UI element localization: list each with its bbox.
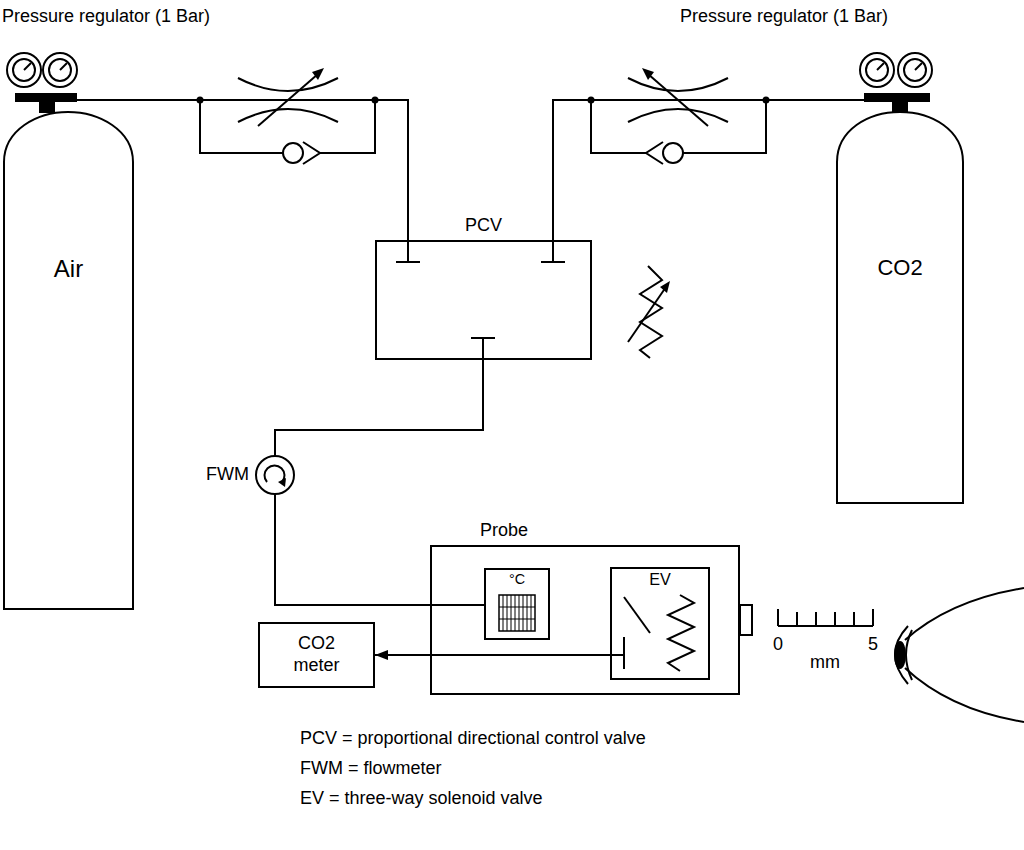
regulator-label: Pressure regulator (1 Bar) [680, 6, 888, 28]
arrowhead [375, 650, 388, 660]
solenoid-box: EV [610, 567, 710, 680]
meter-box: CO2 meter [258, 622, 375, 688]
node-outline [375, 240, 592, 360]
eye [895, 588, 1024, 722]
connector [135, 100, 408, 240]
ruler [778, 609, 873, 626]
node-label: PCV [375, 215, 592, 237]
co2-valve-group [588, 68, 770, 164]
gas-cylinder: Air [2, 50, 135, 610]
air-valve-group [197, 68, 379, 164]
connector [275, 495, 484, 605]
node-label: °C [484, 571, 550, 588]
connector [275, 360, 483, 455]
abbreviation-note: EV = three-way solenoid valve [300, 788, 543, 810]
connector-line [375, 654, 610, 656]
connector-line [275, 495, 484, 605]
abbreviation-note: PCV = proportional directional control v… [300, 728, 646, 750]
node-outline [255, 455, 295, 495]
node-label: EV [610, 570, 710, 589]
scale-unit: mm [810, 652, 840, 674]
connector-line [553, 100, 835, 240]
gas-cylinder: CO2 [835, 50, 965, 505]
flowmeter-circle: FWM [255, 455, 295, 495]
regulator-label: Pressure regulator (1 Bar) [2, 6, 210, 28]
heater-box: °C [484, 568, 550, 640]
node-label: FWM [206, 464, 249, 486]
connector [553, 100, 835, 240]
scale-number: 5 [868, 634, 878, 656]
abbreviation-note: FWM = flowmeter [300, 758, 442, 780]
connector-line [275, 360, 483, 455]
node-outline [2, 50, 135, 610]
valve-box: PCV [375, 240, 592, 360]
variable-spring-symbol [628, 266, 670, 358]
connector-line [135, 100, 408, 240]
probe-box: Probe°CEV [430, 545, 740, 695]
connector [375, 650, 610, 660]
node-label: Probe [480, 520, 528, 542]
probe-tip [740, 605, 752, 635]
node-label: CO2 [835, 255, 965, 281]
scale-number: 0 [773, 634, 783, 656]
node-label: CO2 meter [281, 633, 353, 676]
node-label: Air [2, 255, 135, 284]
